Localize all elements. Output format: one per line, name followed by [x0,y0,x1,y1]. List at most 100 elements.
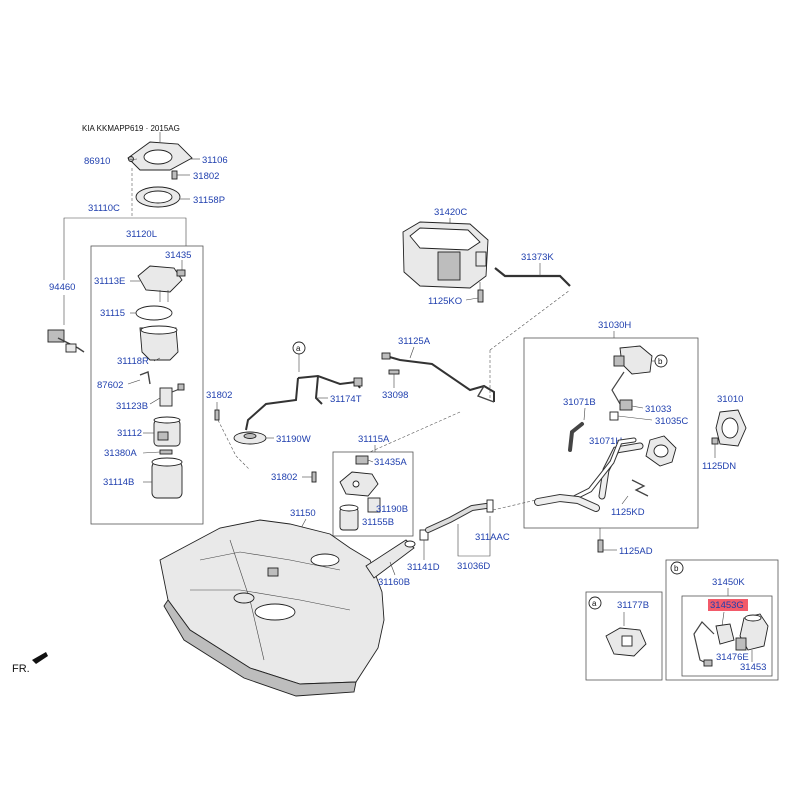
marker-b-inset-text: b [674,564,679,573]
valve-body-31453[interactable] [739,613,769,651]
label-31435: 31435 [165,250,191,261]
hose-31373K[interactable] [494,267,571,287]
bolt-31802-mid[interactable] [214,409,220,421]
bolt-31802-low[interactable] [311,471,317,483]
pump-flange-31113E[interactable] [137,265,186,302]
marker-b-inset-circle [670,561,684,575]
ring-31035C[interactable] [609,411,619,421]
fuel-pump-31112[interactable] [153,416,181,447]
marker-a-text: a [296,344,301,353]
label-1125AD: 1125AD [619,546,653,557]
reservoir-top-31118R[interactable] [139,325,179,361]
label-31123B: 31123B [116,401,148,412]
label-31071B: 31071B [563,397,596,408]
label-31113E: 31113E [94,276,125,287]
label-31115: 31115 [100,308,125,319]
label-1125KO: 1125KO [428,296,462,307]
label-31141D: 31141D [407,562,440,573]
label-31158P: 31158P [193,195,225,206]
inset-b-box [665,559,779,681]
sender-31123B[interactable] [159,383,185,407]
fuel-door-31010[interactable] [715,409,747,447]
filler-pipe-31030H[interactable] [571,435,677,501]
label-1125KD: 1125KD [611,507,645,518]
label-31106: 31106 [202,155,228,166]
label-31190B: 31190B [376,504,408,515]
label-31118R: 31118R [117,356,149,367]
label-31033: 31033 [645,404,671,415]
label-31373K: 31373K [521,252,554,263]
label-31035C: 31035C [655,416,688,427]
hose-31476E[interactable] [735,637,747,651]
canister-31420C[interactable] [402,221,489,289]
bolt-31802-top[interactable] [171,170,178,180]
valve-31190W[interactable] [233,431,267,445]
label-31150: 31150 [290,508,316,519]
filter-31190B[interactable] [367,497,381,513]
sender-plate-opening [143,149,173,165]
bolt-1125KO[interactable] [477,289,484,303]
vapor-hose-31174T[interactable] [245,374,363,431]
filter-31114B[interactable] [151,457,183,499]
bracket-31155B[interactable] [339,504,359,531]
label-33098: 33098 [382,390,408,401]
hose-31071B[interactable] [568,422,584,452]
gasket-inner [143,190,173,204]
highlight-31453G [708,599,748,611]
filter-assembly-box [332,451,414,537]
bolt-1125DN[interactable] [711,437,719,445]
label-31010: 31010 [717,394,743,405]
vent-valve-b[interactable] [611,345,655,405]
label-31453: 31453 [740,662,766,673]
label-31160B: 31160B [378,577,410,588]
clip-33098[interactable] [388,369,400,375]
label-31112: 31112 [117,428,142,439]
label-31174T: 31174T [330,394,362,405]
clip-31177B[interactable] [605,627,647,657]
label-94460: 94460 [49,282,75,293]
valve-31453G[interactable] [693,621,735,667]
label-31036D: 31036D [457,561,490,572]
label-31030H: 31030H [598,320,631,331]
vapor-tube-31125A[interactable] [381,352,495,403]
sender-plate-group [127,141,193,208]
inset-a-box [585,591,663,681]
vent-valve-subassembly-box [681,595,773,677]
label-31120L: 31120L [126,229,157,240]
label-87602: 87602 [97,380,123,391]
marker-a-inset-text: a [592,599,597,608]
label-31115A: 31115A [358,434,390,445]
label-31420C: 31420C [434,207,467,218]
label-31476E: 31476E [716,652,749,663]
filler-neck-hose-31160B[interactable] [365,539,416,579]
diagram-header: KIA KKMAPP619 · 2015AG [82,124,180,133]
sensor-94460[interactable] [47,329,85,353]
label-31125A: 31125A [398,336,431,347]
label-31802-top: 31802 [193,171,219,182]
vent-hose-31036D[interactable] [425,499,494,533]
marker-a-inset-circle [588,596,602,610]
label-31435A: 31435A [374,457,407,468]
label-1125DN: 1125DN [702,461,736,472]
bolt-1125AD[interactable] [597,539,604,553]
screw-86910[interactable] [128,156,134,162]
oring-31115[interactable] [135,305,173,321]
connector-31435A[interactable] [355,455,369,465]
label-31802-mid: 31802 [206,390,232,401]
clip-31033[interactable] [619,399,633,411]
ring-31380A[interactable] [159,449,173,455]
clip-87602[interactable] [139,371,151,385]
label-311AAC: 311AAC [475,532,510,543]
filter-bracket[interactable] [339,471,379,497]
label-31114B: 31114B [103,477,134,488]
label-31453G[interactable]: 31453G [710,600,744,611]
label-31155B: 31155B [362,517,394,528]
label-86910: 86910 [84,156,110,167]
hose-to-tank[interactable] [534,493,600,512]
fuel-tank-31150[interactable] [159,519,385,697]
clip-zigzag[interactable] [631,479,649,497]
filler-neck-box [523,337,699,529]
marker-b-text-1: b [658,357,663,366]
label-31190W: 31190W [276,434,311,445]
